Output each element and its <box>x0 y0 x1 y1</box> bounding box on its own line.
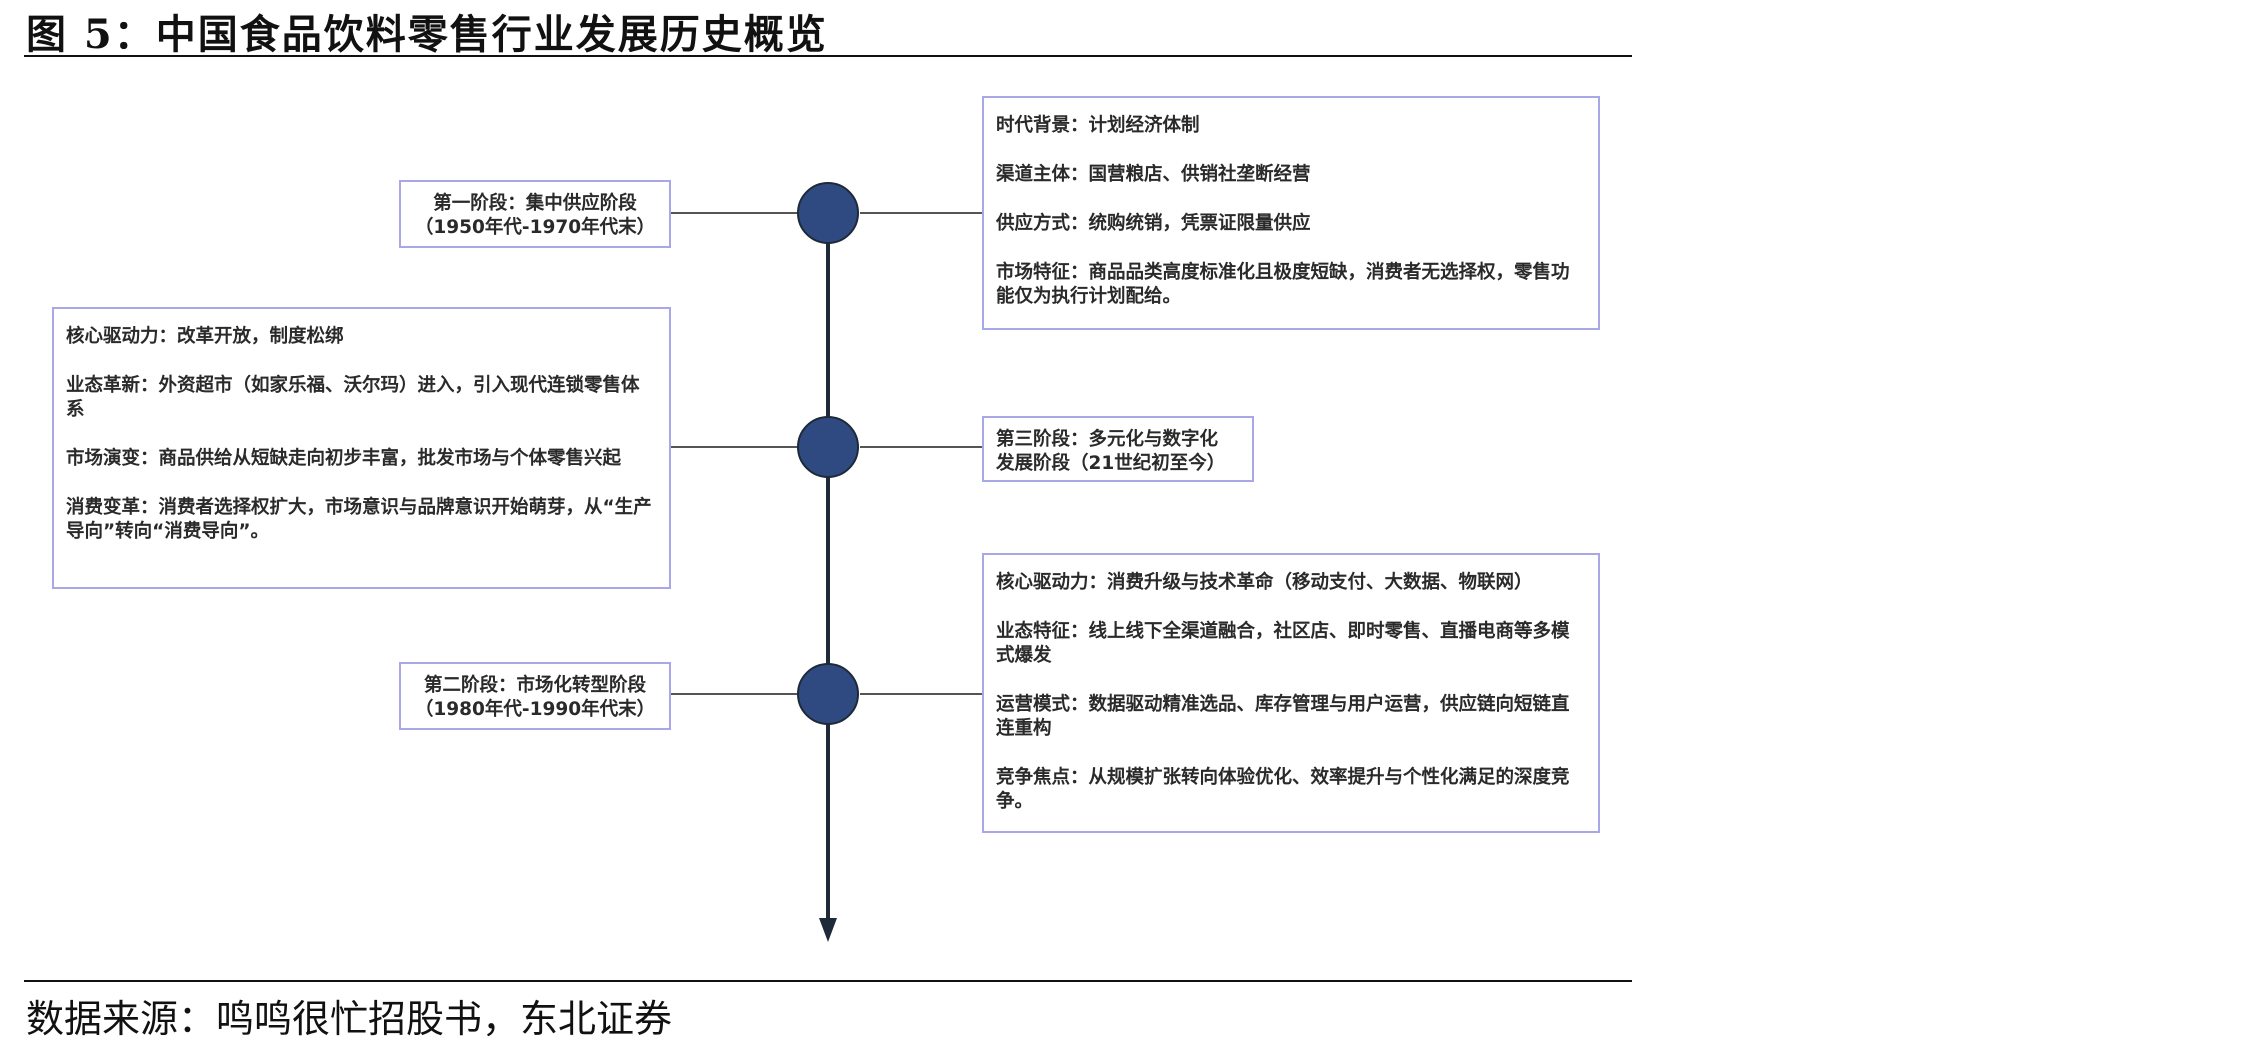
stage3-title: 第三阶段：多元化与数字化 <box>996 429 1219 450</box>
stage3-box: 第三阶段：多元化与数字化 发展阶段（21世纪初至今） <box>982 416 1254 482</box>
timeline-node-3 <box>797 663 859 725</box>
top-rule <box>24 55 1632 57</box>
stage1-detail-box: 时代背景：计划经济体制 渠道主体：国营粮店、供销社垄断经营 供应方式：统购统销，… <box>982 96 1600 330</box>
stage3-period: 发展阶段（21世纪初至今） <box>996 453 1226 474</box>
stage1-box: 第一阶段：集中供应阶段 （1950年代-1970年代末） <box>399 180 671 248</box>
stage3-detail-item: 运营模式：数据驱动精准选品、库存管理与用户运营，供应链向短链直连重构 <box>996 694 1570 739</box>
stage2-box: 第二阶段：市场化转型阶段 （1980年代-1990年代末） <box>399 662 671 730</box>
bottom-rule <box>24 980 1632 982</box>
stage3-detail-item: 核心驱动力：消费升级与技术革命（移动支付、大数据、物联网） <box>996 572 1533 593</box>
stage1-detail-item: 供应方式：统购统销，凭票证限量供应 <box>996 213 1311 234</box>
stage2-detail-box: 核心驱动力：改革开放，制度松绑 业态革新：外资超市（如家乐福、沃尔玛）进入，引入… <box>52 307 671 589</box>
figure-title: 图 5：中国食品饮料零售行业发展历史概览 <box>26 11 828 58</box>
timeline-node-2 <box>797 416 859 478</box>
stage1-period: （1950年代-1970年代末） <box>414 217 656 238</box>
timeline-node-1 <box>797 182 859 244</box>
data-source: 数据来源：鸣鸣很忙招股书，东北证券 <box>26 997 673 1041</box>
stage2-detail-item: 业态革新：外资超市（如家乐福、沃尔玛）进入，引入现代连锁零售体系 <box>66 375 640 420</box>
stage2-detail-item: 核心驱动力：改革开放，制度松绑 <box>66 326 344 347</box>
stage1-detail-item: 渠道主体：国营粮店、供销社垄断经营 <box>996 164 1311 185</box>
stage3-detail-item: 竞争焦点：从规模扩张转向体验优化、效率提升与个性化满足的深度竞争。 <box>996 767 1570 812</box>
stage1-detail-item: 市场特征：商品品类高度标准化且极度短缺，消费者无选择权，零售功能仅为执行计划配给… <box>996 262 1570 307</box>
stage1-detail-item: 时代背景：计划经济体制 <box>996 115 1200 136</box>
stage1-title: 第一阶段：集中供应阶段 <box>433 193 637 214</box>
stage2-detail-item: 市场演变：商品供给从短缺走向初步丰富，批发市场与个体零售兴起 <box>66 448 622 469</box>
stage2-title: 第二阶段：市场化转型阶段 <box>423 675 646 696</box>
stage3-detail-box: 核心驱动力：消费升级与技术革命（移动支付、大数据、物联网） 业态特征：线上线下全… <box>982 553 1600 833</box>
stage3-detail-item: 业态特征：线上线下全渠道融合，社区店、即时零售、直播电商等多模式爆发 <box>996 621 1570 666</box>
timeline-arrowhead <box>819 918 837 942</box>
stage2-detail-item: 消费变革：消费者选择权扩大，市场意识与品牌意识开始萌芽，从“生产导向”转向“消费… <box>66 497 652 542</box>
stage2-period: （1980年代-1990年代末） <box>414 699 656 720</box>
